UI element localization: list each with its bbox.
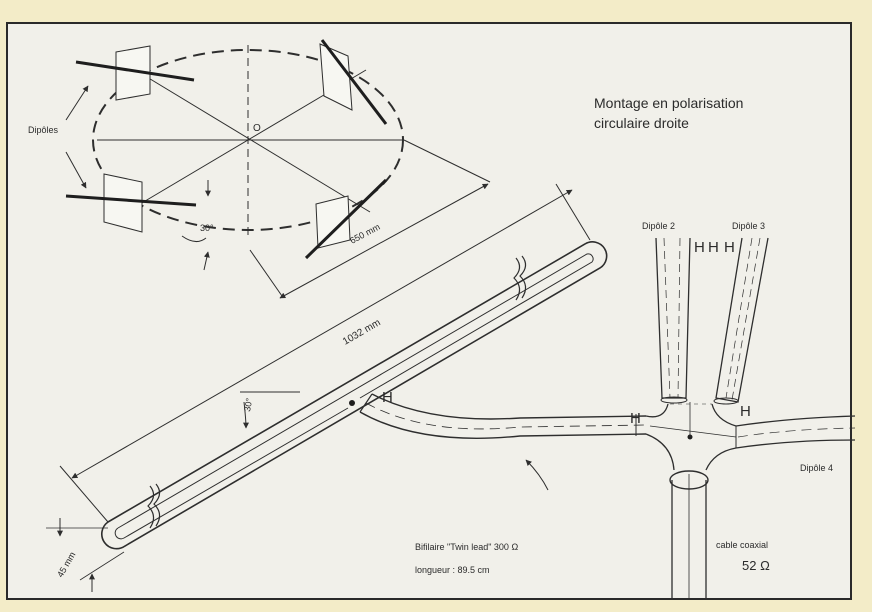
- diagram-title-line1: Montage en polarisation: [594, 95, 743, 111]
- dim-45-label: 45 mm: [55, 550, 77, 579]
- dim-650-line: [279, 183, 489, 299]
- dipole2-label: Dipôle 2: [642, 221, 675, 231]
- dipole-top-left: [75, 45, 195, 101]
- feed-point: [349, 400, 355, 406]
- angle-arc-top: [181, 235, 207, 242]
- h-label-dipole3: H: [724, 239, 735, 256]
- length-label: longueur : 89.5 cm: [415, 565, 490, 575]
- h-label-right-junction: H: [740, 403, 751, 420]
- dipoles-label: Dipôles: [28, 125, 59, 135]
- dim-1032-line: [71, 189, 573, 479]
- dipole2-cable: [655, 237, 691, 399]
- angle-label-top: 30°: [200, 223, 214, 233]
- twin-lead-label: Bifilaire "Twin lead" 300 Ω: [415, 542, 518, 552]
- dipole4-label: Dipôle 4: [800, 463, 833, 473]
- coax-label: cable coaxial: [716, 540, 768, 550]
- cable-junction: [645, 237, 856, 600]
- h-label-dipole2-a: H: [694, 239, 705, 256]
- folded-dipole: [101, 241, 608, 550]
- dipoles-arrow-up: [65, 85, 89, 121]
- dipole3-label: Dipôle 3: [732, 221, 765, 231]
- dipoles-arrow-down: [65, 151, 87, 189]
- h-label-dipole2-b: H: [708, 239, 719, 256]
- center-label-o: O: [253, 123, 261, 134]
- dim-1032-label: 1032 mm: [341, 317, 383, 347]
- diagram-title-line2: circulaire droite: [594, 115, 689, 131]
- twin-lead-cable: [359, 393, 647, 491]
- h-label-feed: H: [382, 389, 393, 406]
- dim-650-label: 650 mm: [348, 222, 381, 246]
- dipole-ring-view: Dipôles O 30° 650 mm: [28, 39, 491, 299]
- h-label-left-junction: H: [630, 410, 641, 427]
- dipole-top-right: [319, 39, 388, 125]
- angle-label-mid: 30°: [242, 397, 254, 413]
- dipole4-cable: [735, 415, 856, 449]
- coax-impedance-label: 52 Ω: [742, 558, 770, 573]
- dipole3-cable: [715, 237, 769, 403]
